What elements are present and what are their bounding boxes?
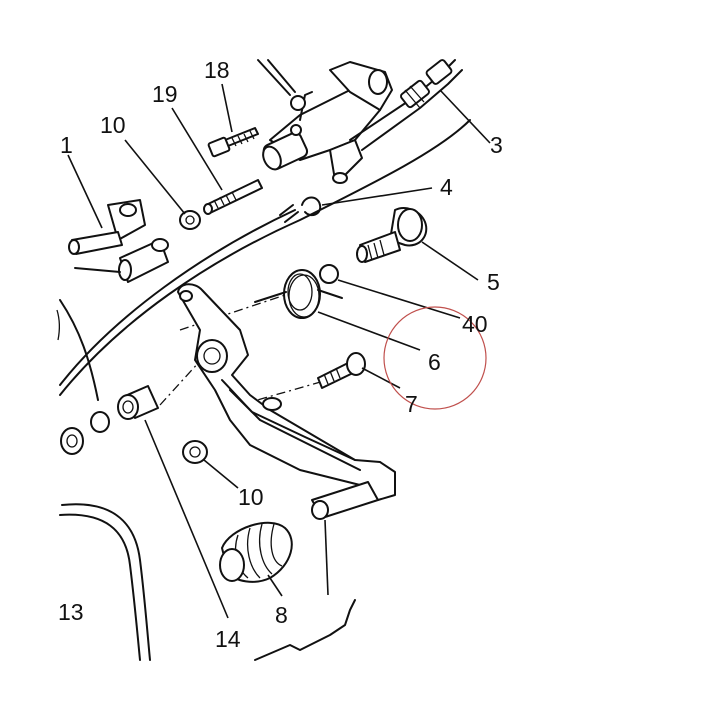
label-7: 7: [405, 391, 418, 417]
leader-19: [171, 107, 223, 191]
rubber-boot-8: [219, 521, 293, 583]
label-4: 4: [440, 174, 453, 200]
leader-3: [439, 89, 491, 144]
leader-1: [67, 154, 103, 229]
label-8: 8: [275, 602, 288, 628]
clevis-1: [68, 199, 169, 283]
leader-6: [317, 311, 421, 351]
brake-pedal: [177, 283, 396, 520]
frame-outline: [56, 119, 471, 661]
leader-5: [421, 241, 479, 281]
label-3: 3: [490, 132, 503, 158]
label-6: 6: [428, 349, 441, 375]
label-1: 1: [60, 132, 73, 158]
label-10-lower: 10: [238, 484, 264, 510]
nut-10-lower: [182, 440, 208, 464]
leader-10-upper: [124, 139, 186, 215]
leader-14: [144, 419, 229, 619]
return-spring-6: [254, 269, 343, 319]
leader-40: [337, 279, 461, 319]
leader-lines: [67, 83, 491, 619]
leader-4: [321, 187, 433, 206]
o-ring-40: [319, 264, 339, 284]
highlight-circle: [383, 306, 487, 410]
label-13: 13: [58, 599, 84, 625]
nut-10-upper: [179, 210, 201, 230]
label-10-upper: 10: [100, 112, 126, 138]
pivot-bolt-5: [356, 207, 428, 263]
leader-pedal-pad: [324, 519, 329, 596]
leader-10-lower: [203, 459, 239, 489]
label-14: 14: [215, 626, 241, 652]
master-cylinder: [257, 59, 393, 184]
leader-8: [267, 574, 283, 597]
bushing-14: [117, 385, 159, 420]
label-40: 40: [462, 311, 488, 337]
clip-4: [279, 196, 322, 223]
washers-left: [60, 411, 110, 455]
pushrod-19: [203, 179, 263, 215]
leader-18: [221, 83, 233, 133]
label-5: 5: [487, 269, 500, 295]
bolt-18: [207, 127, 259, 158]
part-labels: 1 3 4 5 6 7 8 10 10 13 14 18 19 40: [58, 57, 503, 652]
leader-7: [361, 367, 401, 389]
hose: [349, 59, 463, 151]
label-18: 18: [204, 57, 230, 83]
bolt-7: [317, 352, 366, 389]
label-19: 19: [152, 81, 178, 107]
